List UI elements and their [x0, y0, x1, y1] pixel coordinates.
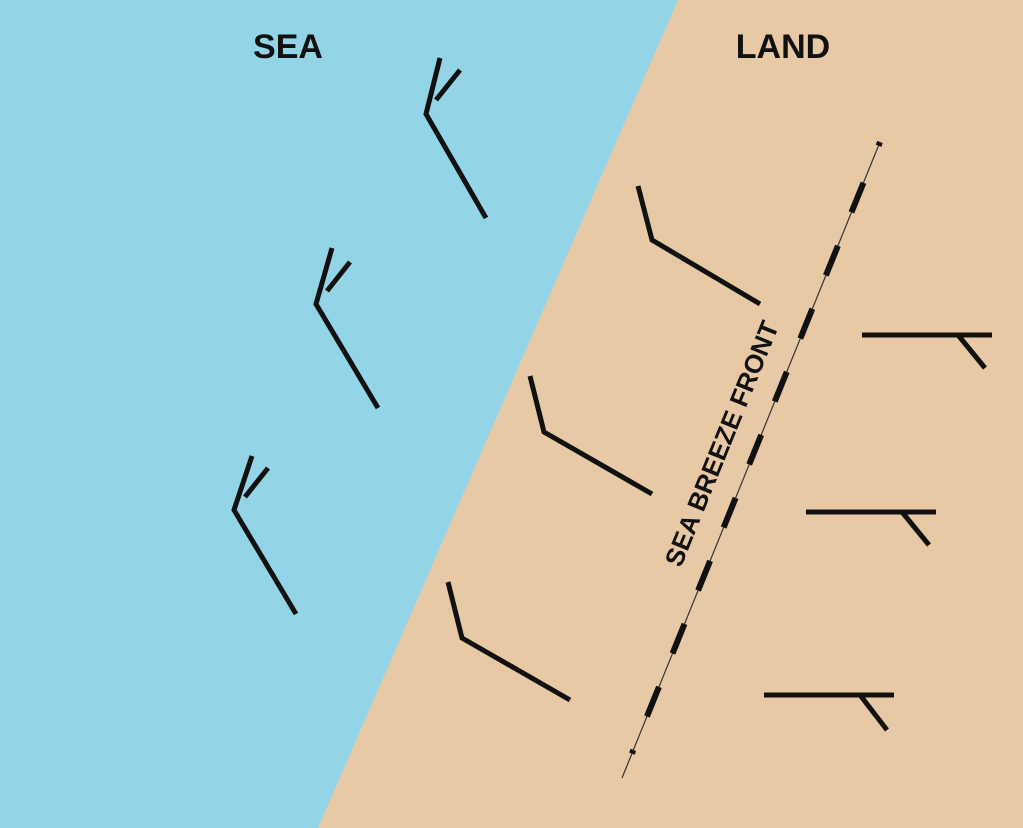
- wind-barb-icon: [423, 57, 489, 220]
- wind-barb-icon: [445, 581, 572, 703]
- wind-barb-icon: [764, 692, 894, 732]
- land-wind-barbs-ahead-of-front: [764, 332, 992, 732]
- land-label: LAND: [736, 28, 830, 66]
- wind-barb-icon: [635, 185, 762, 307]
- sea-wind-barbs: [231, 57, 489, 616]
- wind-barb-icon: [231, 455, 299, 616]
- sea-label: SEA: [253, 28, 323, 66]
- land-wind-barbs-behind-front: [445, 185, 762, 703]
- wind-barb-icon: [313, 247, 381, 410]
- wind-barb-icon: [862, 332, 992, 370]
- front-dashes: [619, 140, 883, 780]
- wind-barb-icon: [806, 509, 936, 547]
- wind-barb-icon: [527, 375, 654, 497]
- sea-area: [0, 0, 678, 828]
